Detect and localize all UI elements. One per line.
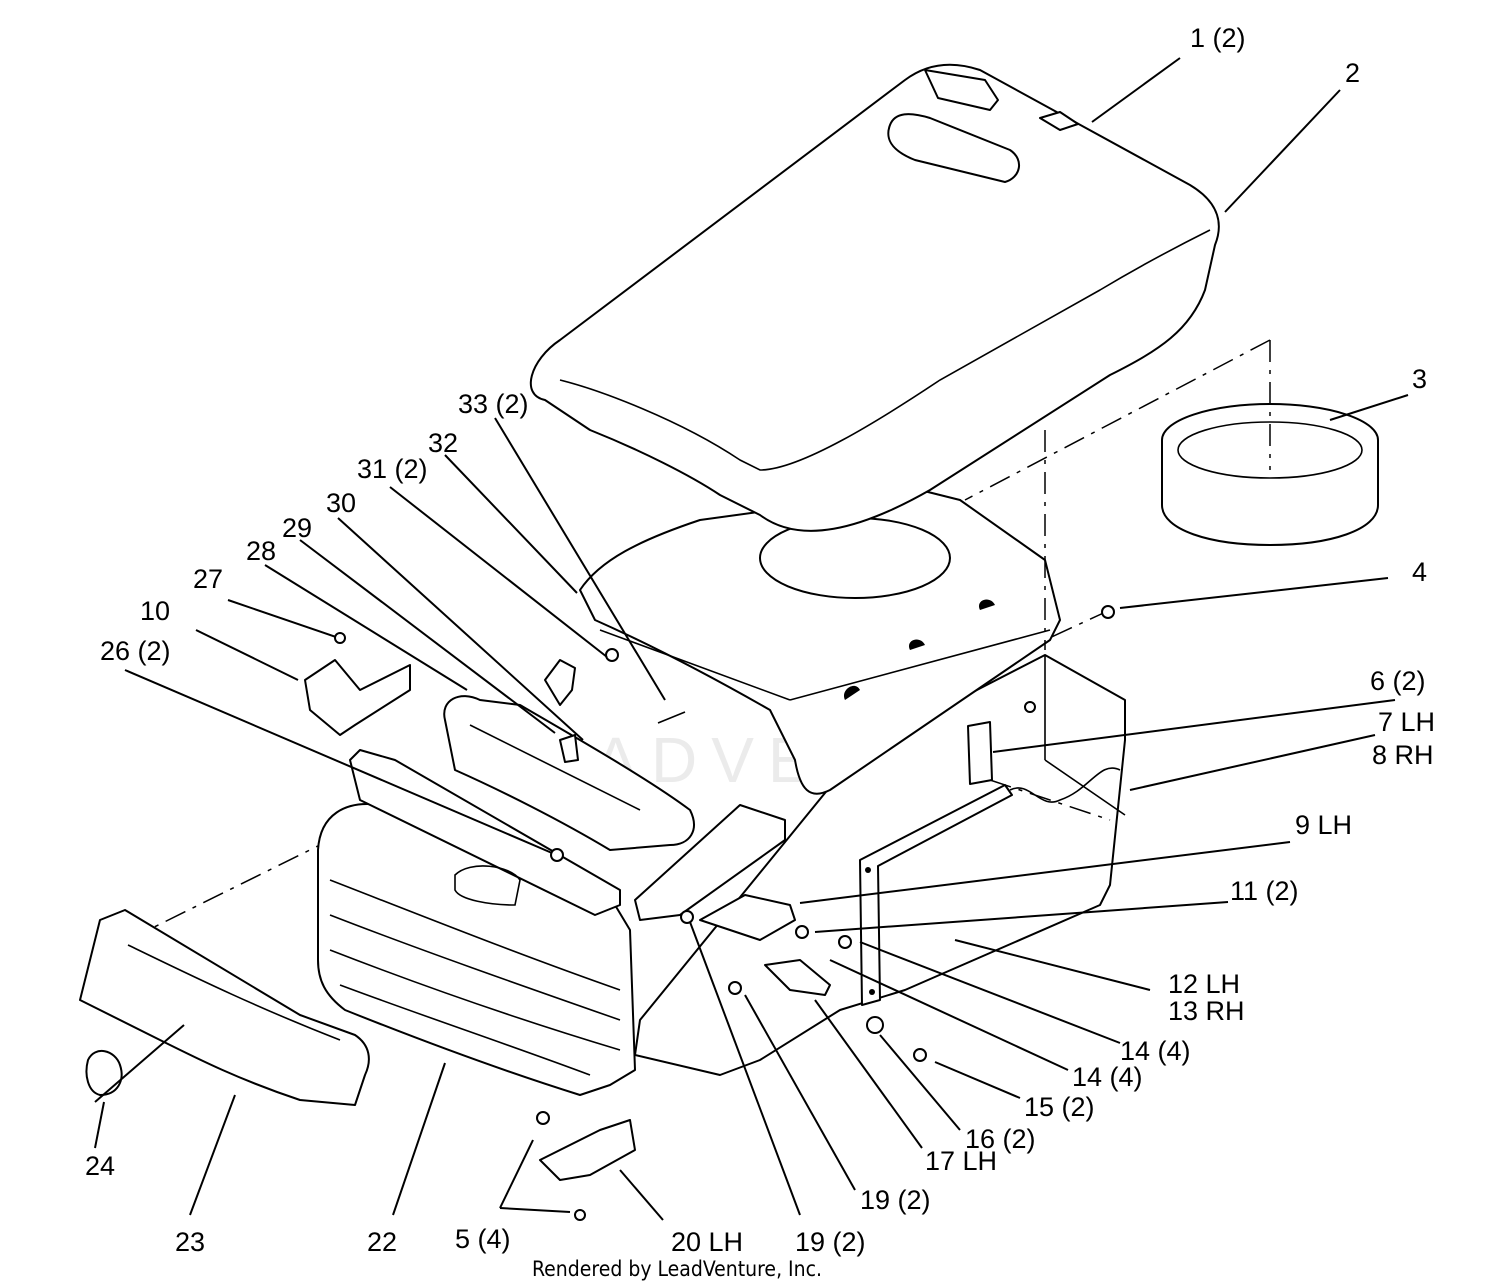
callout-28: 28: [246, 536, 276, 566]
callout-4: 4: [1412, 557, 1427, 587]
bracket-part-20: [539, 1119, 636, 1181]
callout-labels: 1 (2) 2 3 4 6 (2) 7 LH 8 RH 9 LH 10 11 (…: [85, 23, 1435, 1257]
leader-lines: [94, 57, 1409, 1221]
callout-12: 12 LH: [1168, 969, 1240, 999]
hardware-items: [334, 605, 1115, 1221]
construction-lines: [127, 339, 1271, 941]
callout-9: 9 LH: [1295, 810, 1352, 840]
dash-shroud: [579, 489, 1061, 795]
bracket-part-17: [764, 959, 927, 1062]
callout-15: 15 (2): [1024, 1092, 1095, 1122]
front-frame-bracket: [634, 804, 796, 941]
emblem-part-24: [85, 1050, 123, 1096]
callout-20: 20 LH: [671, 1227, 743, 1257]
callout-29: 29: [282, 513, 312, 543]
callout-3: 3: [1412, 364, 1427, 394]
footer-credit: Rendered by LeadVenture, Inc.: [532, 1257, 822, 1281]
callout-24: 24: [85, 1151, 115, 1181]
part-1-clip: [1039, 111, 1079, 131]
bracket-part-10: [304, 659, 411, 736]
callout-22: 22: [367, 1227, 397, 1257]
callout-1: 1 (2): [1190, 23, 1246, 53]
grille-part-22: [317, 749, 636, 1096]
callout-23: 23: [175, 1227, 205, 1257]
callout-17: 17 LH: [925, 1146, 997, 1176]
callout-5: 5 (4): [455, 1224, 511, 1254]
callout-30: 30: [326, 488, 356, 518]
callout-33: 33 (2): [458, 389, 529, 419]
callout-13: 13 RH: [1168, 996, 1245, 1026]
callout-2: 2: [1345, 58, 1360, 88]
callout-14a: 14 (4): [1120, 1036, 1191, 1066]
callout-16: 16 (2): [965, 1124, 1036, 1154]
callout-27: 27: [193, 564, 223, 594]
callout-8: 8 RH: [1372, 740, 1434, 770]
callout-10: 10: [140, 596, 170, 626]
callout-32: 32: [428, 428, 458, 458]
callout-19b: 19 (2): [795, 1227, 866, 1257]
bumper-part-23: [79, 909, 370, 1106]
callout-26: 26 (2): [100, 636, 171, 666]
hood-part-2: [529, 63, 1220, 532]
callout-31: 31 (2): [357, 454, 428, 484]
callout-6: 6 (2): [1370, 666, 1426, 696]
part-6-block: [967, 721, 993, 785]
headlight-housing-28: [443, 695, 695, 851]
callout-19a: 19 (2): [860, 1185, 931, 1215]
callout-11: 11 (2): [1230, 876, 1299, 906]
callout-14b: 14 (4): [1072, 1062, 1143, 1092]
callout-7: 7 LH: [1378, 707, 1435, 737]
